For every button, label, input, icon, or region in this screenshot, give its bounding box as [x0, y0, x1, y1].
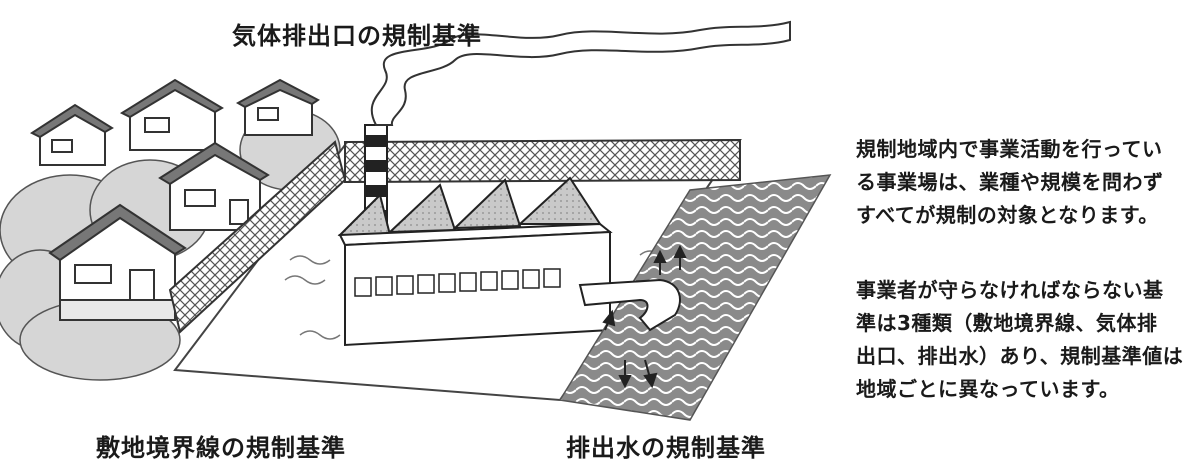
smoke: [370, 20, 791, 126]
flow-arrows: [602, 244, 687, 389]
description-line: 地域ごとに異なっています。: [856, 377, 1120, 401]
description-line: 規制地域内で事業活動を行ってい: [856, 137, 1163, 161]
river: [558, 174, 832, 421]
description-paragraph-1: 規制地域内で事業活動を行ってい る事業場は、業種や規模を問わず すべてが規制の対…: [856, 133, 1186, 232]
gas-outlet-standard-label: 気体排出口の規制基準: [232, 22, 482, 50]
description-line: すべてが規制の対象となります。: [856, 203, 1159, 227]
description-line: 出口、排出水）あり、規制基準値は: [856, 344, 1184, 368]
factory-building: [337, 176, 613, 347]
effluent-water-standard-label: 排出水の規制基準: [566, 434, 766, 462]
description-line: る事業場は、業種や規模を問わず: [856, 170, 1164, 194]
description-line: 準は3種類（敷地境界線、気体排: [856, 311, 1158, 335]
description-line: 事業者が守らなければならない基: [856, 278, 1164, 302]
factory-illustration: [0, 20, 832, 421]
description-paragraph-2: 事業者が守らなければならない基 準は3種類（敷地境界線、気体排 出口、排出水）あ…: [856, 274, 1186, 406]
back-fence: [344, 138, 741, 184]
discharge-pipe: [578, 278, 681, 332]
site-boundary-standard-label: 敷地境界線の規制基準: [96, 434, 346, 462]
houses: [29, 78, 320, 321]
